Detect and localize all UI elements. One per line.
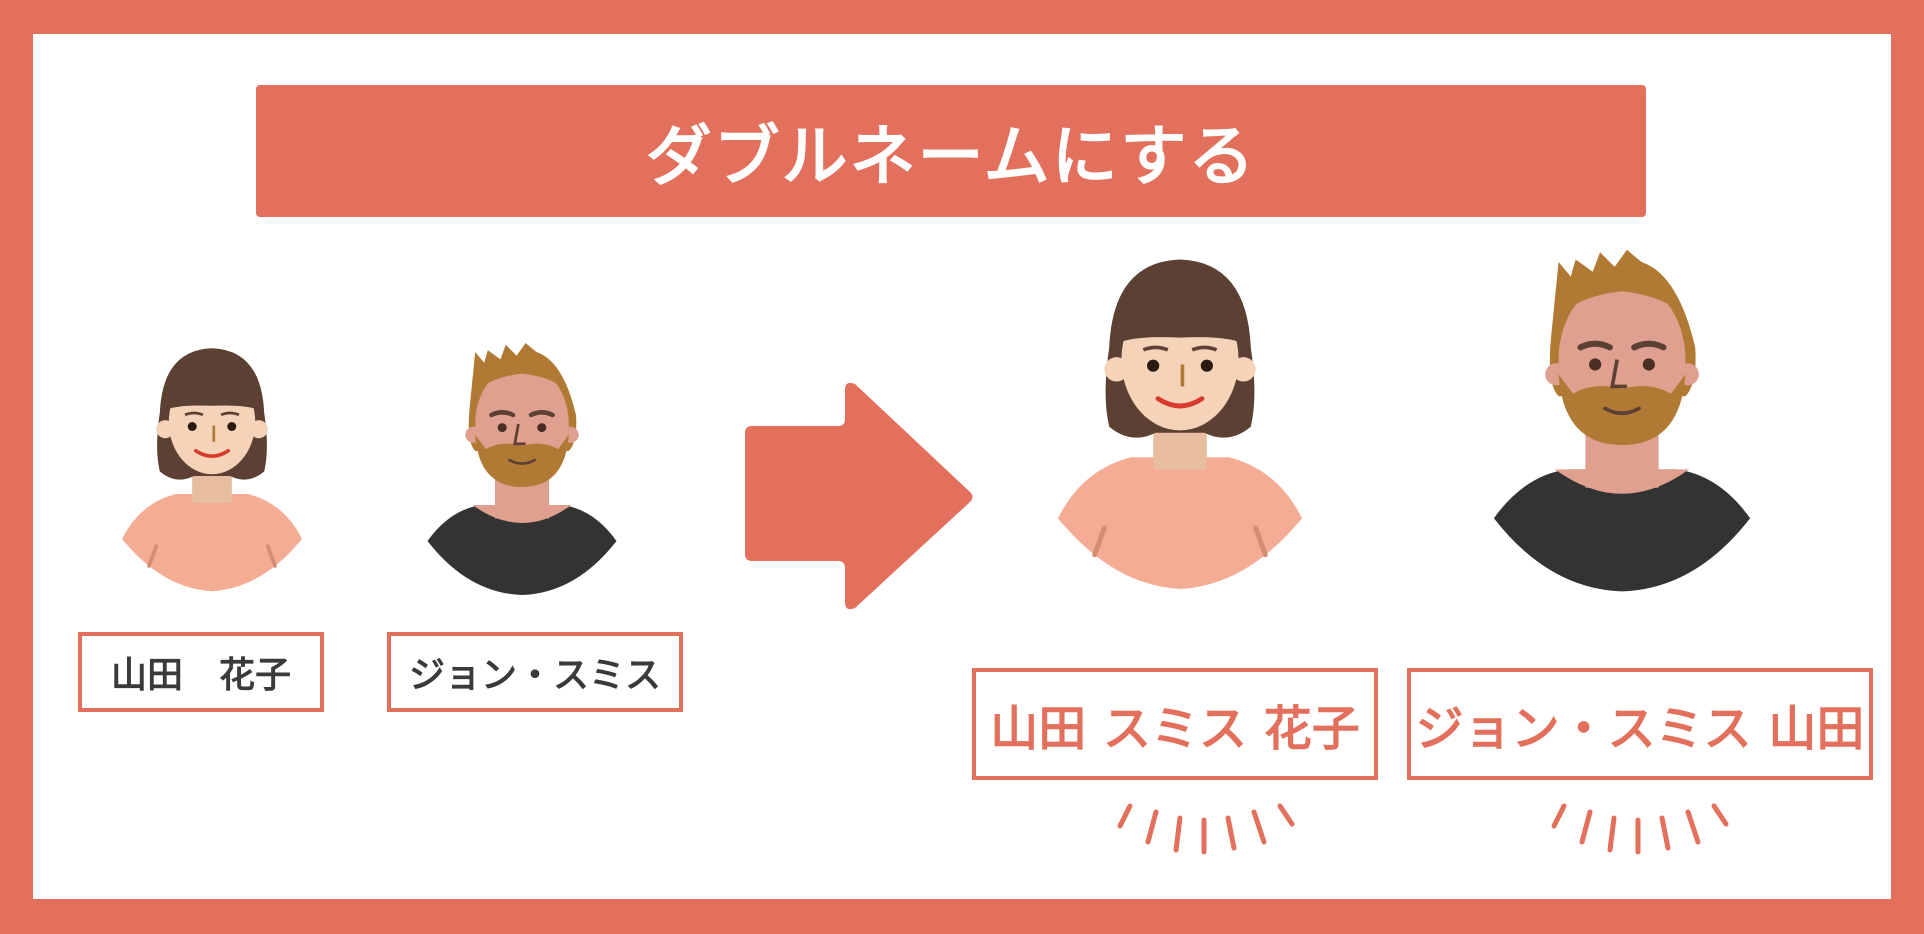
woman-after-name-text: 山田 スミス 花子 [990, 701, 1360, 757]
man-before-name: ジョン・スミス [387, 632, 683, 712]
arrow-right-icon [745, 382, 973, 610]
woman-before-name-text: 山田 花子 [110, 655, 291, 696]
man-after-avatar [1494, 250, 1750, 592]
man-after-name-text: ジョン・スミス 山田 [1415, 701, 1865, 757]
woman-before-name: 山田 花子 [78, 632, 324, 712]
woman-before-avatar [120, 346, 304, 594]
sparkle-lines-icon [1551, 803, 1729, 855]
sparkle-lines-icon [1117, 803, 1295, 855]
man-before-avatar [428, 343, 617, 595]
man-before-name-text: ジョン・スミス [408, 655, 661, 696]
woman-after-name: 山田 スミス 花子 [972, 668, 1378, 780]
man-after-name: ジョン・スミス 山田 [1407, 668, 1873, 780]
woman-after-avatar [1058, 260, 1302, 589]
page-title: ダブルネームにする [645, 118, 1257, 195]
title-banner: ダブルネームにする [256, 85, 1646, 217]
